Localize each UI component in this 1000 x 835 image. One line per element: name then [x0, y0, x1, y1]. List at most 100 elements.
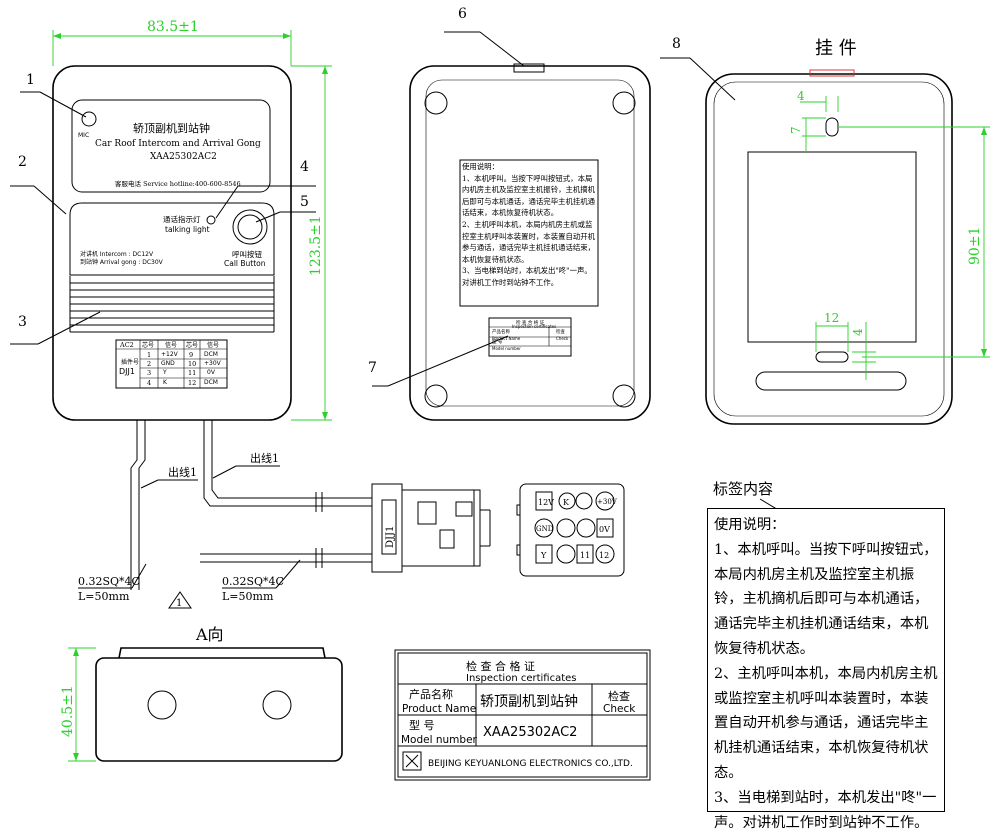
- front-view: MIC 轿顶副机到站钟 Car Roof Intercom and Arriva…: [52, 65, 292, 421]
- call-button-cn: 呼叫按钮: [232, 249, 262, 259]
- connector-face: 12V K +30V GND 0V Y 11 12: [516, 483, 625, 577]
- svg-text:Check: Check: [556, 336, 569, 341]
- svg-text:GND: GND: [536, 525, 554, 533]
- svg-text:型 号: 型 号: [409, 718, 435, 732]
- indicator-en: talking light: [165, 225, 210, 234]
- a-view-title: A向: [195, 625, 224, 644]
- svg-text:11: 11: [188, 369, 196, 377]
- cable-right: 0.32SQ*4C: [222, 575, 284, 588]
- svg-text:0V: 0V: [599, 525, 610, 534]
- svg-text:+12V: +12V: [161, 351, 179, 358]
- wiring: 出线1 出线1 0.32SQ*4C L=50mm 0.32SQ*4C L=50m…: [78, 420, 372, 609]
- label-content-title: 标签内容: [713, 480, 773, 498]
- svg-text:Inspection certificates: Inspection certificates: [512, 324, 556, 329]
- hanger-height-dim: 90±1: [967, 227, 983, 265]
- svg-text:4: 4: [797, 89, 805, 103]
- cert-title-cn: 检 查 合 格 证: [466, 659, 535, 673]
- len-right: L=50mm: [222, 590, 274, 603]
- svg-text:DCM: DCM: [204, 379, 218, 386]
- call-button-en: Call Button: [224, 259, 266, 268]
- svg-text:Y: Y: [540, 551, 547, 560]
- svg-text:12: 12: [599, 551, 609, 560]
- svg-text:4: 4: [851, 328, 865, 336]
- svg-text:检 查 合 格 证: 检 查 合 格 证: [516, 319, 545, 326]
- callout-2: 2: [18, 154, 27, 170]
- product-name-cn: 轿顶副机到站钟: [133, 121, 210, 135]
- svg-text:1: 1: [147, 351, 151, 359]
- pin-row: 1 +12V 9 DCM: [147, 351, 218, 359]
- svg-text:Model number: Model number: [492, 346, 521, 351]
- svg-text:12V: 12V: [538, 498, 554, 507]
- mic-label: MIC: [78, 132, 89, 139]
- svg-text:+30V: +30V: [597, 498, 618, 506]
- pin-row: 3 Y 11 0V: [147, 369, 216, 377]
- svg-text:信号: 信号: [165, 341, 177, 349]
- callout-3: 3: [18, 314, 27, 330]
- speaker-grill: [69, 276, 275, 333]
- svg-text:K: K: [163, 379, 168, 386]
- front-model: XAA25302AC2: [150, 152, 217, 162]
- pin-row: 4 K 12 DCM: [147, 379, 218, 387]
- callout-8: 8: [672, 36, 681, 52]
- a-arrow-marker: 1: [176, 598, 182, 609]
- product-name-en: Car Roof Intercom and Arrival Gong: [95, 139, 261, 149]
- svg-text:信号: 信号: [207, 341, 219, 349]
- cert-title-en: Inspection certificates: [466, 673, 577, 684]
- svg-text:Product Name: Product Name: [492, 336, 521, 341]
- hanger-title: 挂 件: [815, 38, 857, 59]
- svg-text:K: K: [563, 498, 570, 507]
- a-view: A向 40.5±1: [60, 625, 343, 762]
- svg-text:Product Name: Product Name: [402, 703, 476, 715]
- svg-text:2: 2: [147, 360, 151, 368]
- svg-text:3: 3: [147, 369, 151, 377]
- svg-text:AC2: AC2: [119, 341, 134, 349]
- callouts-front: 1 2 3 4 5: [10, 72, 316, 345]
- connector-plug: DJJ1: [371, 483, 491, 573]
- svg-text:12: 12: [824, 311, 839, 325]
- svg-text:4: 4: [147, 379, 151, 387]
- svg-text:0V: 0V: [207, 369, 216, 376]
- svg-text:11: 11: [580, 551, 590, 560]
- svg-text:Y: Y: [162, 369, 167, 376]
- intercom-spec: 对讲机 Intercom : DC12V: [80, 250, 154, 258]
- pin-table-model: DJJ1: [119, 367, 135, 376]
- svg-text:9: 9: [189, 351, 193, 359]
- svg-text:产品名称: 产品名称: [409, 687, 453, 701]
- hanger-view: 挂 件 4 7 90±1 12 4 8: [660, 36, 990, 425]
- callout-5: 5: [300, 194, 309, 210]
- connector-label: DJJ1: [385, 526, 396, 548]
- svg-text:芯号: 芯号: [142, 341, 154, 349]
- svg-text:产品名称: 产品名称: [492, 328, 510, 335]
- svg-text:DCM: DCM: [204, 351, 218, 358]
- back-view: 使用说明： 1、本机呼叫。当按下呼叫按钮式，本局内机房主机及监控室主机振铃，主机…: [368, 6, 651, 421]
- svg-text:检查: 检查: [556, 328, 565, 335]
- len-left: L=50mm: [78, 590, 130, 603]
- label-text: 使用说明： 1、本机呼叫。当按下呼叫按钮式，本局内机房主机及监控室主机振铃，主机…: [714, 517, 938, 831]
- svg-text:芯号: 芯号: [186, 341, 198, 349]
- callout-4: 4: [300, 159, 309, 175]
- svg-text:插件号: 插件号: [121, 358, 139, 366]
- gong-spec: 到站钟 Arrival gong : DC30V: [80, 258, 164, 266]
- svg-text:+30V: +30V: [204, 360, 222, 367]
- height-dimension: 123.5±1: [291, 65, 332, 421]
- callout-7: 7: [368, 360, 377, 376]
- label-content-box: 使用说明： 1、本机呼叫。当按下呼叫按钮式，本局内机房主机及监控室主机振铃，主机…: [707, 508, 945, 831]
- back-instructions: 使用说明： 1、本机呼叫。当按下呼叫按钮式，本局内机房主机及监控室主机振铃，主机…: [462, 162, 596, 287]
- svg-text:型 号: 型 号: [492, 338, 503, 345]
- svg-text:7: 7: [789, 126, 803, 134]
- callout-6: 6: [458, 6, 467, 22]
- pin-row: 2 GND 10 +30V: [147, 360, 222, 368]
- svg-text:GND: GND: [161, 360, 175, 367]
- height-dim-text: 123.5±1: [308, 215, 324, 276]
- out1-left: 出线1: [168, 465, 197, 479]
- svg-text:检查: 检查: [608, 689, 630, 703]
- a-view-dim: 40.5±1: [60, 685, 76, 737]
- inspection-certificate: 检 查 合 格 证 Inspection certificates 产品名称 P…: [394, 649, 651, 781]
- pin-table: AC2 芯号 信号 芯号 信号 插件号 DJJ1 1 +12V 9 DCM 2 …: [115, 339, 228, 389]
- svg-text:10: 10: [188, 360, 196, 368]
- width-dimension: 83.5±1: [52, 19, 292, 66]
- indicator-cn: 通话指示灯: [163, 214, 201, 224]
- svg-text:12: 12: [188, 379, 196, 387]
